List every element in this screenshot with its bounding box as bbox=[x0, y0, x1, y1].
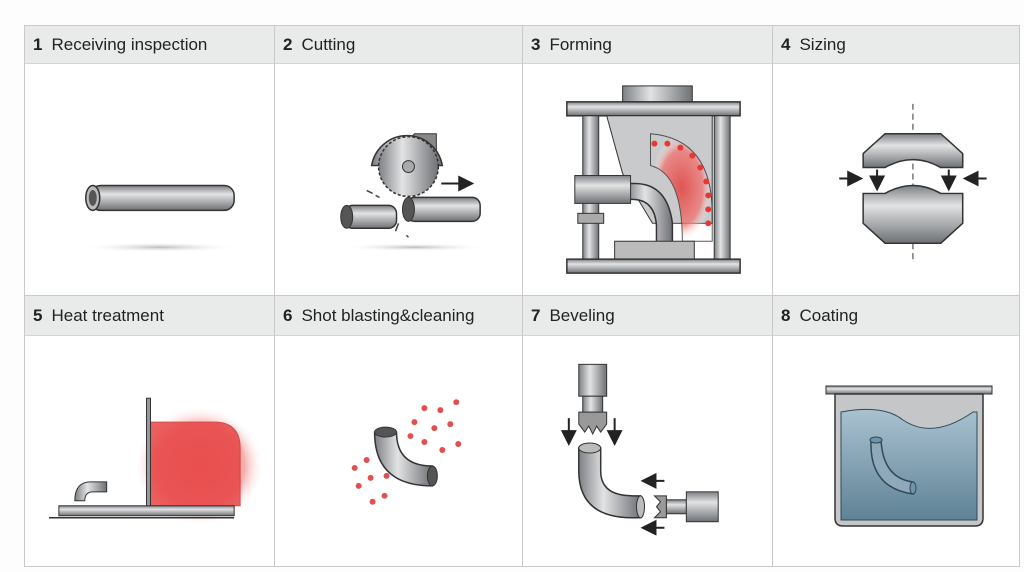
step-7-title: Beveling bbox=[549, 305, 615, 325]
heat-treatment-icon bbox=[48, 397, 265, 526]
step-7-illustration bbox=[523, 336, 773, 566]
shot-blasting-icon bbox=[351, 399, 462, 505]
step-6-illustration bbox=[275, 336, 523, 566]
step-4-illustration bbox=[773, 64, 1019, 296]
coating-tank-icon bbox=[825, 385, 993, 527]
straight-pipe-icon bbox=[80, 184, 241, 253]
sizing-die-icon bbox=[839, 103, 987, 264]
step-8-title: Coating bbox=[799, 305, 859, 325]
step-5-illustration bbox=[25, 336, 275, 566]
step-6-title: Shot blasting&cleaning bbox=[301, 305, 475, 325]
step-3-illustration bbox=[523, 64, 773, 296]
step-8-illustration bbox=[773, 336, 1019, 566]
forming-press-icon bbox=[566, 85, 741, 274]
step-3-title: Forming bbox=[549, 34, 612, 54]
step-2-title: Cutting bbox=[301, 34, 356, 54]
step-5-title: Heat treatment bbox=[51, 305, 164, 325]
step-1-illustration bbox=[25, 64, 275, 296]
step-4-title: Sizing bbox=[799, 34, 846, 54]
saw-cutting-icon bbox=[339, 133, 490, 252]
step-2-illustration bbox=[275, 64, 523, 296]
step-1-title: Receiving inspection bbox=[51, 34, 208, 54]
beveling-icon bbox=[560, 363, 719, 536]
